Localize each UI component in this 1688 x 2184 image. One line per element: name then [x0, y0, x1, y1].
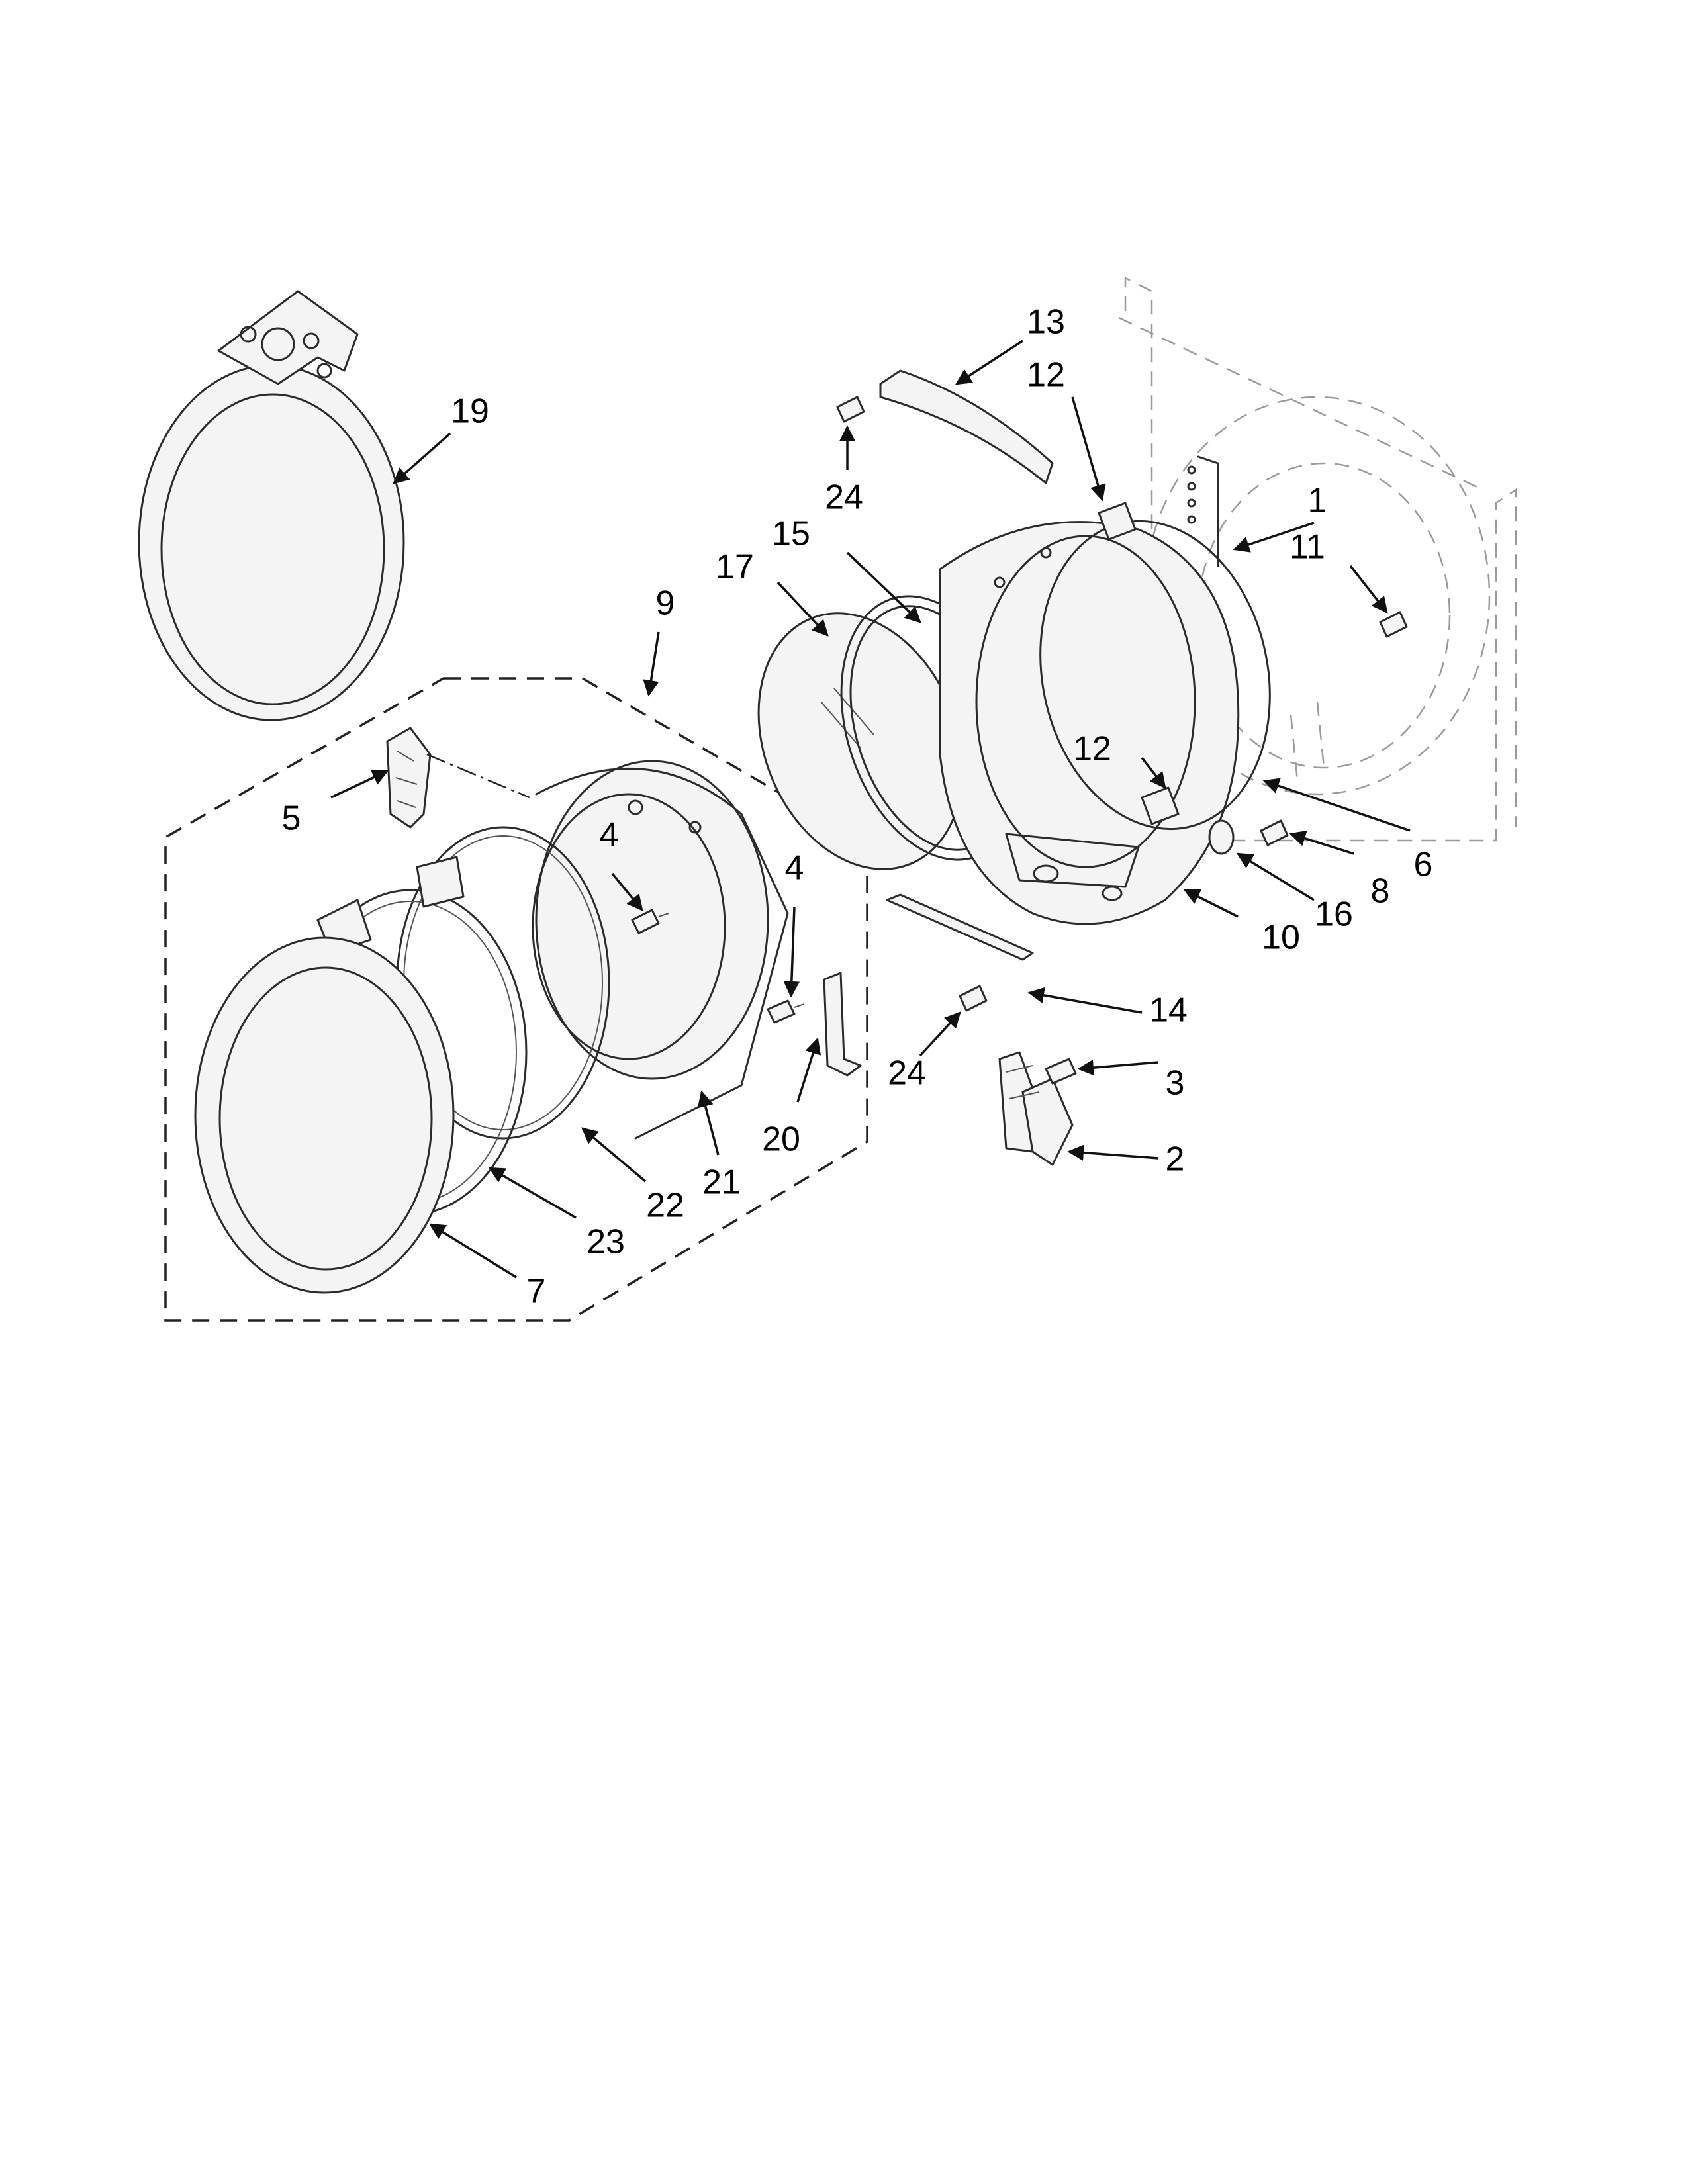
- drum-front-bearing-ring: [138, 290, 405, 721]
- callout-2: 2: [1166, 1140, 1185, 1179]
- callout-16: 16: [1315, 895, 1353, 934]
- latch-screw: [1045, 1058, 1077, 1085]
- front-panel-bottom-strip: [886, 893, 1034, 961]
- door-outer-bezel: [194, 936, 455, 1294]
- door-screw-lower: [767, 999, 805, 1024]
- callout-22: 22: [646, 1187, 684, 1225]
- callout-23: 23: [586, 1223, 625, 1261]
- callout-11: 11: [1289, 528, 1325, 567]
- callout-8: 8: [1371, 872, 1390, 911]
- callout-3: 3: [1166, 1064, 1185, 1103]
- callout-12-lower: 12: [1073, 730, 1111, 768]
- callout-4-upper: 4: [600, 816, 619, 854]
- bracket-screw: [1379, 611, 1408, 638]
- callout-17: 17: [716, 548, 754, 586]
- callout-1: 1: [1308, 482, 1327, 520]
- callout-7: 7: [527, 1273, 546, 1311]
- callout-24-upper: 24: [825, 478, 863, 517]
- door-strike-bracket: [823, 972, 862, 1077]
- callout-leaders: [330, 340, 1411, 1279]
- door-hinge: [386, 727, 530, 829]
- callout-15: 15: [772, 515, 810, 553]
- front-panel-top-trim: [879, 369, 1054, 484]
- callout-5: 5: [282, 799, 301, 838]
- callout-9: 9: [656, 584, 675, 623]
- callout-12-upper: 12: [1027, 356, 1065, 394]
- door-assembly-group-outline: [164, 677, 868, 1322]
- door-switch-upper: [1098, 502, 1137, 541]
- callout-19: 19: [451, 392, 489, 431]
- grommet-washer: [1208, 819, 1235, 855]
- callout-14: 14: [1149, 991, 1188, 1030]
- trim-screw-lower: [959, 985, 988, 1012]
- callout-24-lower: 24: [888, 1054, 926, 1093]
- door-switch-lower: [1141, 786, 1180, 825]
- door-inner-shell: [532, 760, 789, 1140]
- panel-screw: [1260, 819, 1289, 846]
- trim-screw-upper: [836, 396, 865, 423]
- callout-13: 13: [1027, 303, 1065, 341]
- callout-4-lower: 4: [785, 849, 804, 887]
- callout-6: 6: [1414, 846, 1433, 884]
- sensor-bracket: [1187, 455, 1219, 567]
- dryer-front-panel: [939, 521, 1240, 925]
- door-screw-upper: [631, 909, 669, 934]
- door-latch-assembly: [998, 1051, 1074, 1166]
- callout-21: 21: [702, 1163, 741, 1202]
- callout-10: 10: [1262, 919, 1300, 957]
- callout-20: 20: [762, 1120, 800, 1159]
